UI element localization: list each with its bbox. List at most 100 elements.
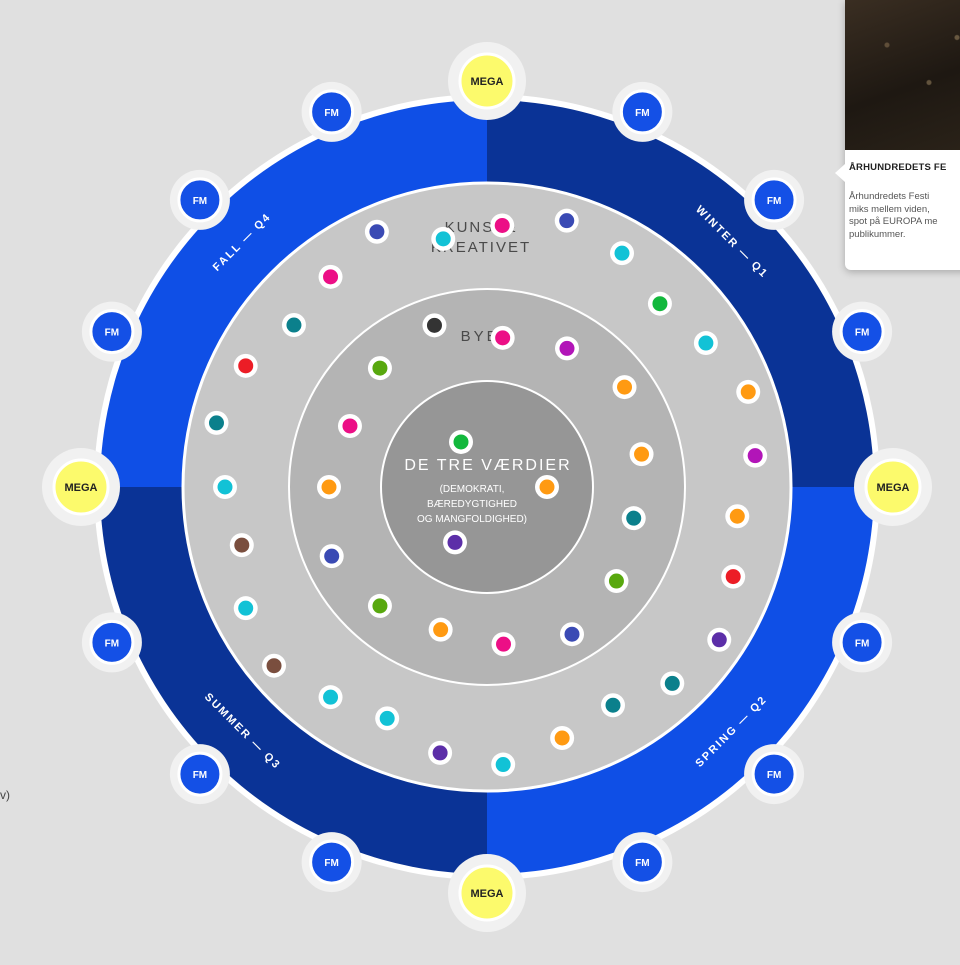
- event-popup[interactable]: ÅRHUNDREDETS FE Århundredets Festi miks …: [845, 0, 960, 270]
- event-dot[interactable]: [286, 317, 302, 333]
- event-dot[interactable]: [379, 710, 395, 726]
- event-dot[interactable]: [238, 600, 254, 616]
- event-photo: [845, 0, 960, 150]
- event-dot[interactable]: [539, 479, 555, 495]
- ring-sub-line3: OG MANGFOLDIGHED): [417, 514, 527, 525]
- event-dot[interactable]: [494, 217, 510, 233]
- event-dot[interactable]: [559, 213, 575, 229]
- mega-event-badge[interactable]: MEGA: [42, 448, 120, 526]
- event-dot[interactable]: [234, 537, 250, 553]
- badge-label: FM: [635, 108, 649, 119]
- event-dot[interactable]: [605, 697, 621, 713]
- fm-event-badge[interactable]: FM: [81, 612, 142, 673]
- badge-circle: [309, 839, 355, 885]
- event-dot[interactable]: [321, 479, 337, 495]
- event-dot[interactable]: [495, 330, 511, 346]
- fm-event-badge[interactable]: FM: [169, 744, 230, 805]
- ring-sub-line1: (DEMOKRATI,: [440, 484, 505, 495]
- fm-event-badge[interactable]: FM: [744, 744, 805, 805]
- mega-event-badge[interactable]: MEGA: [448, 42, 526, 120]
- fm-event-badge[interactable]: FM: [301, 832, 362, 893]
- fm-event-badge[interactable]: FM: [169, 169, 230, 230]
- ring-title-tre-vaerdier: DE TRE VÆRDIER: [404, 457, 571, 474]
- event-dot[interactable]: [208, 415, 224, 431]
- badge-circle: [309, 89, 355, 135]
- event-dot[interactable]: [238, 358, 254, 374]
- badge-label: FM: [193, 770, 207, 781]
- event-dot[interactable]: [447, 534, 463, 550]
- fm-event-badge[interactable]: FM: [81, 301, 142, 362]
- event-dot[interactable]: [217, 479, 233, 495]
- badge-circle: [89, 309, 135, 355]
- event-dot[interactable]: [725, 569, 741, 585]
- event-title: ÅRHUNDREDETS FE: [849, 162, 947, 173]
- fm-event-badge[interactable]: FM: [612, 832, 673, 893]
- event-dot[interactable]: [614, 245, 630, 261]
- event-dot[interactable]: [435, 231, 451, 247]
- badge-label: MEGA: [65, 482, 98, 494]
- ring-sub-line2: BÆREDYGTIGHED: [427, 499, 517, 510]
- event-description-line: publikummer.: [849, 228, 906, 240]
- badge-circle: [751, 177, 797, 223]
- event-dot[interactable]: [747, 448, 763, 464]
- event-dot[interactable]: [626, 510, 642, 526]
- event-dot[interactable]: [564, 626, 580, 642]
- badge-label: FM: [193, 196, 207, 207]
- badge-circle: [458, 52, 516, 110]
- event-dot[interactable]: [554, 730, 570, 746]
- badge-circle: [619, 89, 665, 135]
- ring-title-kunst-line2: KREATIVET: [431, 239, 531, 256]
- event-dot[interactable]: [432, 745, 448, 761]
- event-dot[interactable]: [617, 379, 633, 395]
- event-dot[interactable]: [711, 632, 727, 648]
- event-dot[interactable]: [698, 335, 714, 351]
- badge-circle: [52, 458, 110, 516]
- event-dot[interactable]: [664, 675, 680, 691]
- fm-event-badge[interactable]: FM: [832, 612, 893, 673]
- event-dot[interactable]: [426, 317, 442, 333]
- left-edge-text-fragment: v): [0, 788, 10, 802]
- badge-circle: [89, 619, 135, 665]
- event-dot[interactable]: [729, 508, 745, 524]
- event-dot[interactable]: [433, 622, 449, 638]
- event-dot[interactable]: [372, 598, 388, 614]
- event-dot[interactable]: [496, 636, 512, 652]
- badge-circle: [839, 309, 885, 355]
- mega-event-badge[interactable]: MEGA: [448, 854, 526, 932]
- event-dot[interactable]: [369, 224, 385, 240]
- event-dot[interactable]: [495, 757, 511, 773]
- fm-event-badge[interactable]: FM: [612, 81, 673, 142]
- event-dot[interactable]: [608, 573, 624, 589]
- event-description: Århundredets Festi miks mellem viden, sp…: [845, 173, 960, 241]
- badge-label: FM: [105, 328, 119, 339]
- event-dot[interactable]: [372, 360, 388, 376]
- badge-label: FM: [767, 196, 781, 207]
- badge-label: MEGA: [877, 482, 910, 494]
- fm-event-badge[interactable]: FM: [832, 301, 893, 362]
- badge-circle: [177, 177, 223, 223]
- mega-event-badge[interactable]: MEGA: [854, 448, 932, 526]
- event-dot[interactable]: [652, 296, 668, 312]
- event-dot[interactable]: [323, 689, 339, 705]
- event-dot[interactable]: [453, 434, 469, 450]
- ring-tre-vaerdier: [380, 380, 594, 594]
- fm-event-badge[interactable]: FM: [744, 169, 805, 230]
- badge-circle: [839, 619, 885, 665]
- event-dot[interactable]: [634, 446, 650, 462]
- event-dot[interactable]: [740, 384, 756, 400]
- badge-label: FM: [855, 638, 869, 649]
- fm-event-badge[interactable]: FM: [301, 81, 362, 142]
- event-description-line: miks mellem viden,: [849, 203, 930, 215]
- event-dot[interactable]: [323, 269, 339, 285]
- badge-circle: [458, 864, 516, 922]
- event-dot[interactable]: [342, 418, 358, 434]
- event-dot[interactable]: [266, 658, 282, 674]
- popup-pointer: [835, 164, 845, 182]
- badge-label: MEGA: [471, 76, 504, 88]
- event-description-line: Århundredets Festi: [849, 191, 930, 202]
- badge-circle: [751, 751, 797, 797]
- event-dot[interactable]: [324, 548, 340, 564]
- badge-circle: [864, 458, 922, 516]
- event-dot[interactable]: [559, 340, 575, 356]
